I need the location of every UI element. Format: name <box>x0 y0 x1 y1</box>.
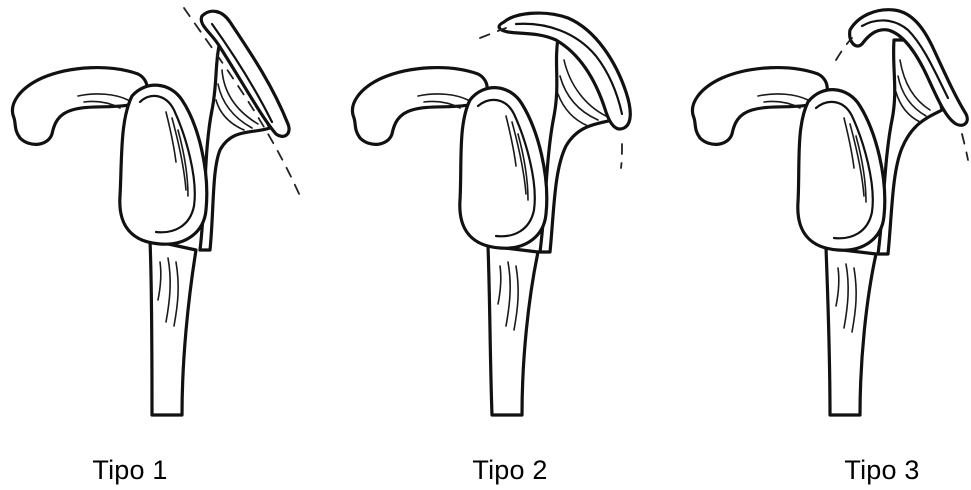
acromion-reference-line <box>836 38 852 60</box>
scapula-panel-type2: Tipo 2 <box>340 0 660 490</box>
acromion-reference-line-lower <box>962 134 968 160</box>
scapula-shaft <box>826 248 876 415</box>
glenoid-cavity <box>120 85 207 244</box>
scapula-drawing-type2 <box>340 0 660 430</box>
scapula-panel-type1: Tipo 1 <box>0 0 320 490</box>
acromion-reference-line <box>480 28 506 38</box>
scapula-shaft <box>150 240 196 415</box>
type3-label: Tipo 3 <box>844 455 919 486</box>
scapula-shaft <box>488 246 538 415</box>
scapula-panel-type3: Tipo 3 <box>680 0 971 490</box>
type1-label: Tipo 1 <box>92 455 167 486</box>
acromion-reference-line-lower <box>621 144 622 168</box>
scapula-drawing-type1 <box>0 0 320 430</box>
type2-label: Tipo 2 <box>472 455 547 486</box>
glenoid-cavity <box>460 88 547 249</box>
glenoid-cavity <box>798 90 885 251</box>
scapula-drawing-type3 <box>680 0 971 430</box>
